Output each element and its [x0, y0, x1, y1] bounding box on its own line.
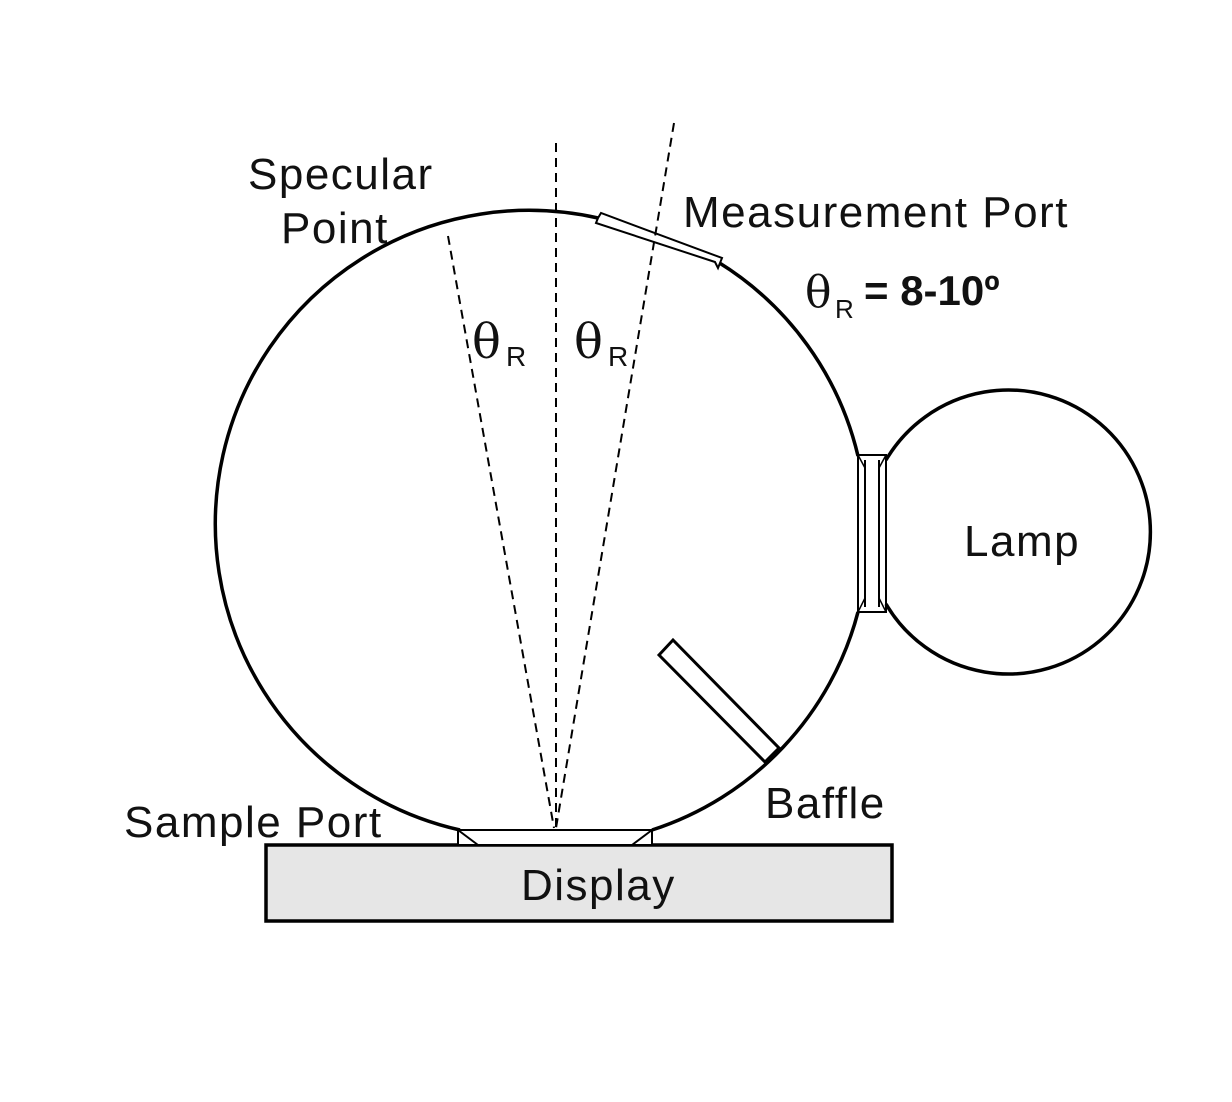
lamp-port-bevel-bottom-r — [878, 597, 887, 613]
display-panel — [264, 843, 894, 923]
sample-port — [457, 829, 653, 846]
equation-theta-subscript: R — [835, 294, 854, 324]
lamp-port — [857, 454, 887, 613]
lamp-port-bevel-top — [857, 454, 866, 469]
specular-point-label-line1: Specular — [248, 150, 434, 199]
theta-left-subscript: R — [506, 341, 526, 372]
theta-right-subscript: R — [608, 341, 628, 372]
sample-port-bevel-right — [631, 829, 653, 846]
theta-right-symbol: θ — [574, 314, 603, 370]
sample-port-label: Sample Port — [124, 798, 383, 847]
measurement-port — [594, 211, 724, 271]
equation-value: = 8-10º — [864, 267, 1000, 314]
sphere-outline — [213, 208, 599, 832]
lamp-port-bevel-bottom — [857, 597, 866, 613]
display-label: Display — [521, 861, 676, 910]
lamp-port-bevel-top-r — [878, 454, 887, 469]
baffle-label: Baffle — [765, 779, 886, 828]
lamp-outline — [884, 388, 1153, 676]
lamp-label: Lamp — [964, 517, 1080, 566]
theta-left-symbol: θ — [472, 314, 501, 370]
equation-theta-symbol: θ — [805, 267, 832, 318]
sphere-outline-right — [717, 260, 860, 457]
specular-point-label-line2: Point — [281, 204, 389, 253]
sphere-outline-lower-right — [651, 611, 860, 832]
ray-specular — [447, 235, 555, 829]
measurement-port-label: Measurement Port — [683, 188, 1069, 237]
sample-port-bevel-left — [457, 829, 479, 846]
baffle — [656, 637, 782, 765]
